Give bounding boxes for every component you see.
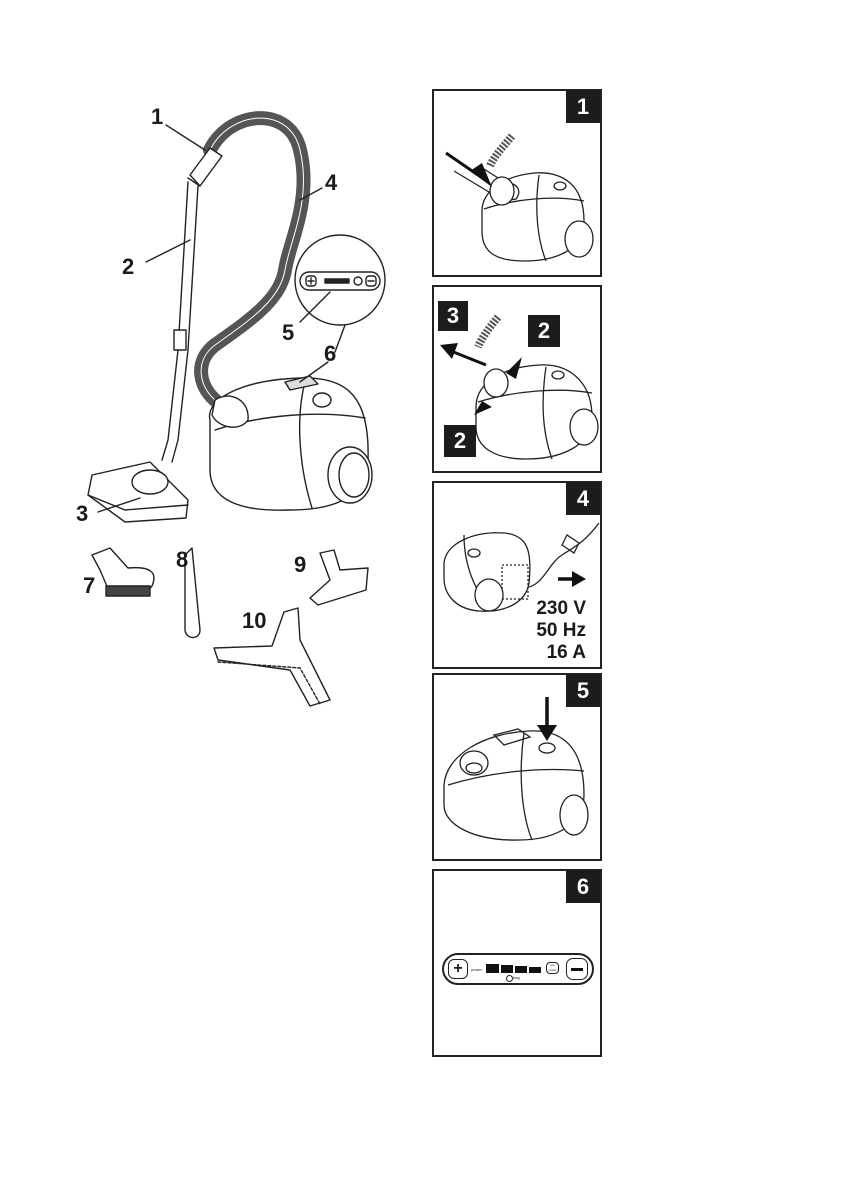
- level-bar-1: [486, 964, 499, 973]
- minus-icon: [571, 968, 583, 971]
- callout-2: 2: [122, 256, 134, 278]
- eco-power-label: eco power: [547, 963, 558, 973]
- plus-icon: +: [453, 961, 462, 977]
- callout-4: 4: [325, 172, 337, 194]
- spec-voltage: 230 V: [536, 599, 586, 618]
- bag-label: bag: [513, 975, 520, 980]
- bag-indicator-light: [506, 975, 513, 982]
- power-plus-button[interactable]: +: [448, 959, 468, 979]
- callout-10: 10: [242, 610, 266, 632]
- step-panel-5: 5: [432, 673, 602, 861]
- sub-badge-3: 3: [438, 301, 468, 331]
- sub-badge-2-bottom: 2: [444, 425, 476, 457]
- step-badge: 6: [566, 871, 600, 903]
- callout-9: 9: [294, 554, 306, 576]
- power-label: power: [471, 967, 482, 972]
- step-panel-2: 3 2 2: [432, 285, 602, 473]
- overview-illustration: 1 2 3 4 5 6 7 8 9 10: [0, 0, 420, 720]
- level-bar-4: [529, 967, 541, 973]
- step-panel-1: 1: [432, 89, 602, 277]
- power-minus-button[interactable]: [566, 958, 588, 980]
- vacuum-cleaner-drawing: [0, 0, 420, 720]
- spec-current: 16 A: [547, 643, 586, 662]
- sub-badge-2-top: 2: [528, 315, 560, 347]
- switch-on-drawing: [434, 675, 602, 861]
- level-bar-3: [515, 966, 527, 973]
- callout-3: 3: [76, 503, 88, 525]
- control-panel-diagram: + power bag eco power: [442, 953, 594, 985]
- step-panel-4: 4 230 V 50 Hz 16 A: [432, 481, 602, 669]
- eco-power-button[interactable]: eco power: [546, 962, 559, 974]
- power-level-indicator: [486, 964, 544, 973]
- callout-7: 7: [83, 575, 95, 597]
- callout-5: 5: [282, 322, 294, 344]
- attach-hose-drawing: [434, 91, 602, 277]
- step-panel-6: 6 + power bag eco power: [432, 869, 602, 1057]
- callout-8: 8: [176, 549, 188, 571]
- level-bar-2: [501, 965, 513, 973]
- callout-1: 1: [151, 106, 163, 128]
- callout-6: 6: [324, 343, 336, 365]
- spec-frequency: 50 Hz: [536, 621, 586, 640]
